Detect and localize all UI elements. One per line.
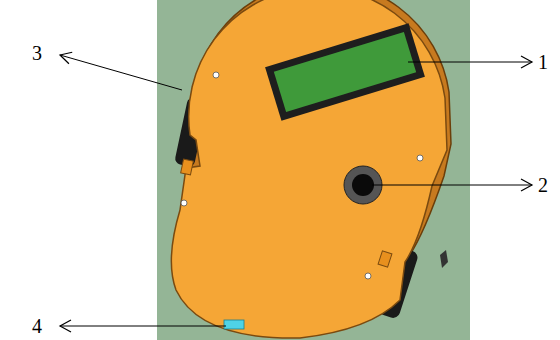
leader-line (60, 55, 182, 90)
motor-block (181, 159, 194, 175)
leader-line (372, 185, 532, 186)
screw-hole (365, 273, 371, 279)
screw-hole (213, 72, 219, 78)
callout-number: 2 (538, 174, 548, 196)
edge-part (440, 250, 448, 268)
leader-line (60, 326, 226, 327)
callout-number: 1 (538, 51, 548, 73)
callout-number: 3 (32, 42, 42, 64)
line-sensor (224, 320, 244, 329)
callout-number: 4 (32, 315, 42, 337)
round-sensor-core (352, 174, 374, 196)
lcd-display (265, 23, 425, 120)
screw-hole (417, 155, 423, 161)
robot-body (171, 0, 447, 338)
screw-hole (181, 200, 187, 206)
motor-block (378, 251, 392, 267)
leader-line (408, 62, 532, 63)
